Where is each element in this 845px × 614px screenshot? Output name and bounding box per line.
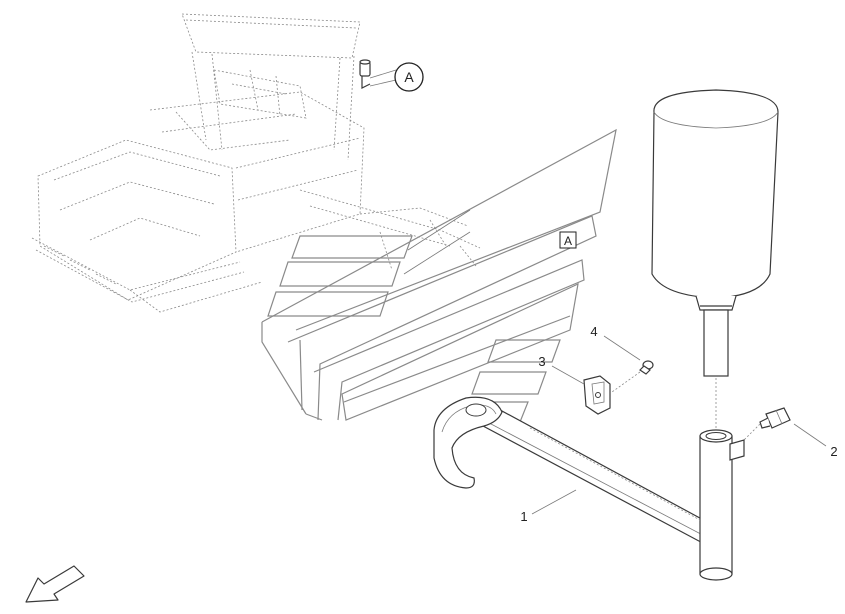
zoom-projection-bands bbox=[261, 128, 617, 423]
callout-3: 3 bbox=[538, 354, 545, 369]
detail-ref-bubble-label: A bbox=[404, 69, 414, 85]
paver-machine-sketch bbox=[31, 13, 481, 313]
screw-item-4 bbox=[639, 360, 654, 375]
mounting-bracket bbox=[433, 396, 745, 581]
arrow-down-left-icon bbox=[25, 565, 85, 603]
bolt-item-2 bbox=[759, 407, 791, 429]
detail-ref-box-label: A bbox=[564, 234, 572, 248]
bolt-axis-line bbox=[743, 423, 761, 441]
detail-ref-box: A bbox=[559, 231, 577, 249]
detail-ref-bubble: A bbox=[394, 62, 424, 92]
beacon-lamp-location-icon bbox=[359, 59, 397, 89]
callout-4: 4 bbox=[590, 324, 597, 339]
leader-lines bbox=[531, 335, 827, 515]
screw-axis-line bbox=[611, 371, 641, 393]
clip-bracket-item-3 bbox=[583, 375, 611, 415]
callout-1: 1 bbox=[520, 509, 527, 524]
callout-2: 2 bbox=[830, 444, 837, 459]
beacon-lamp bbox=[651, 89, 779, 377]
